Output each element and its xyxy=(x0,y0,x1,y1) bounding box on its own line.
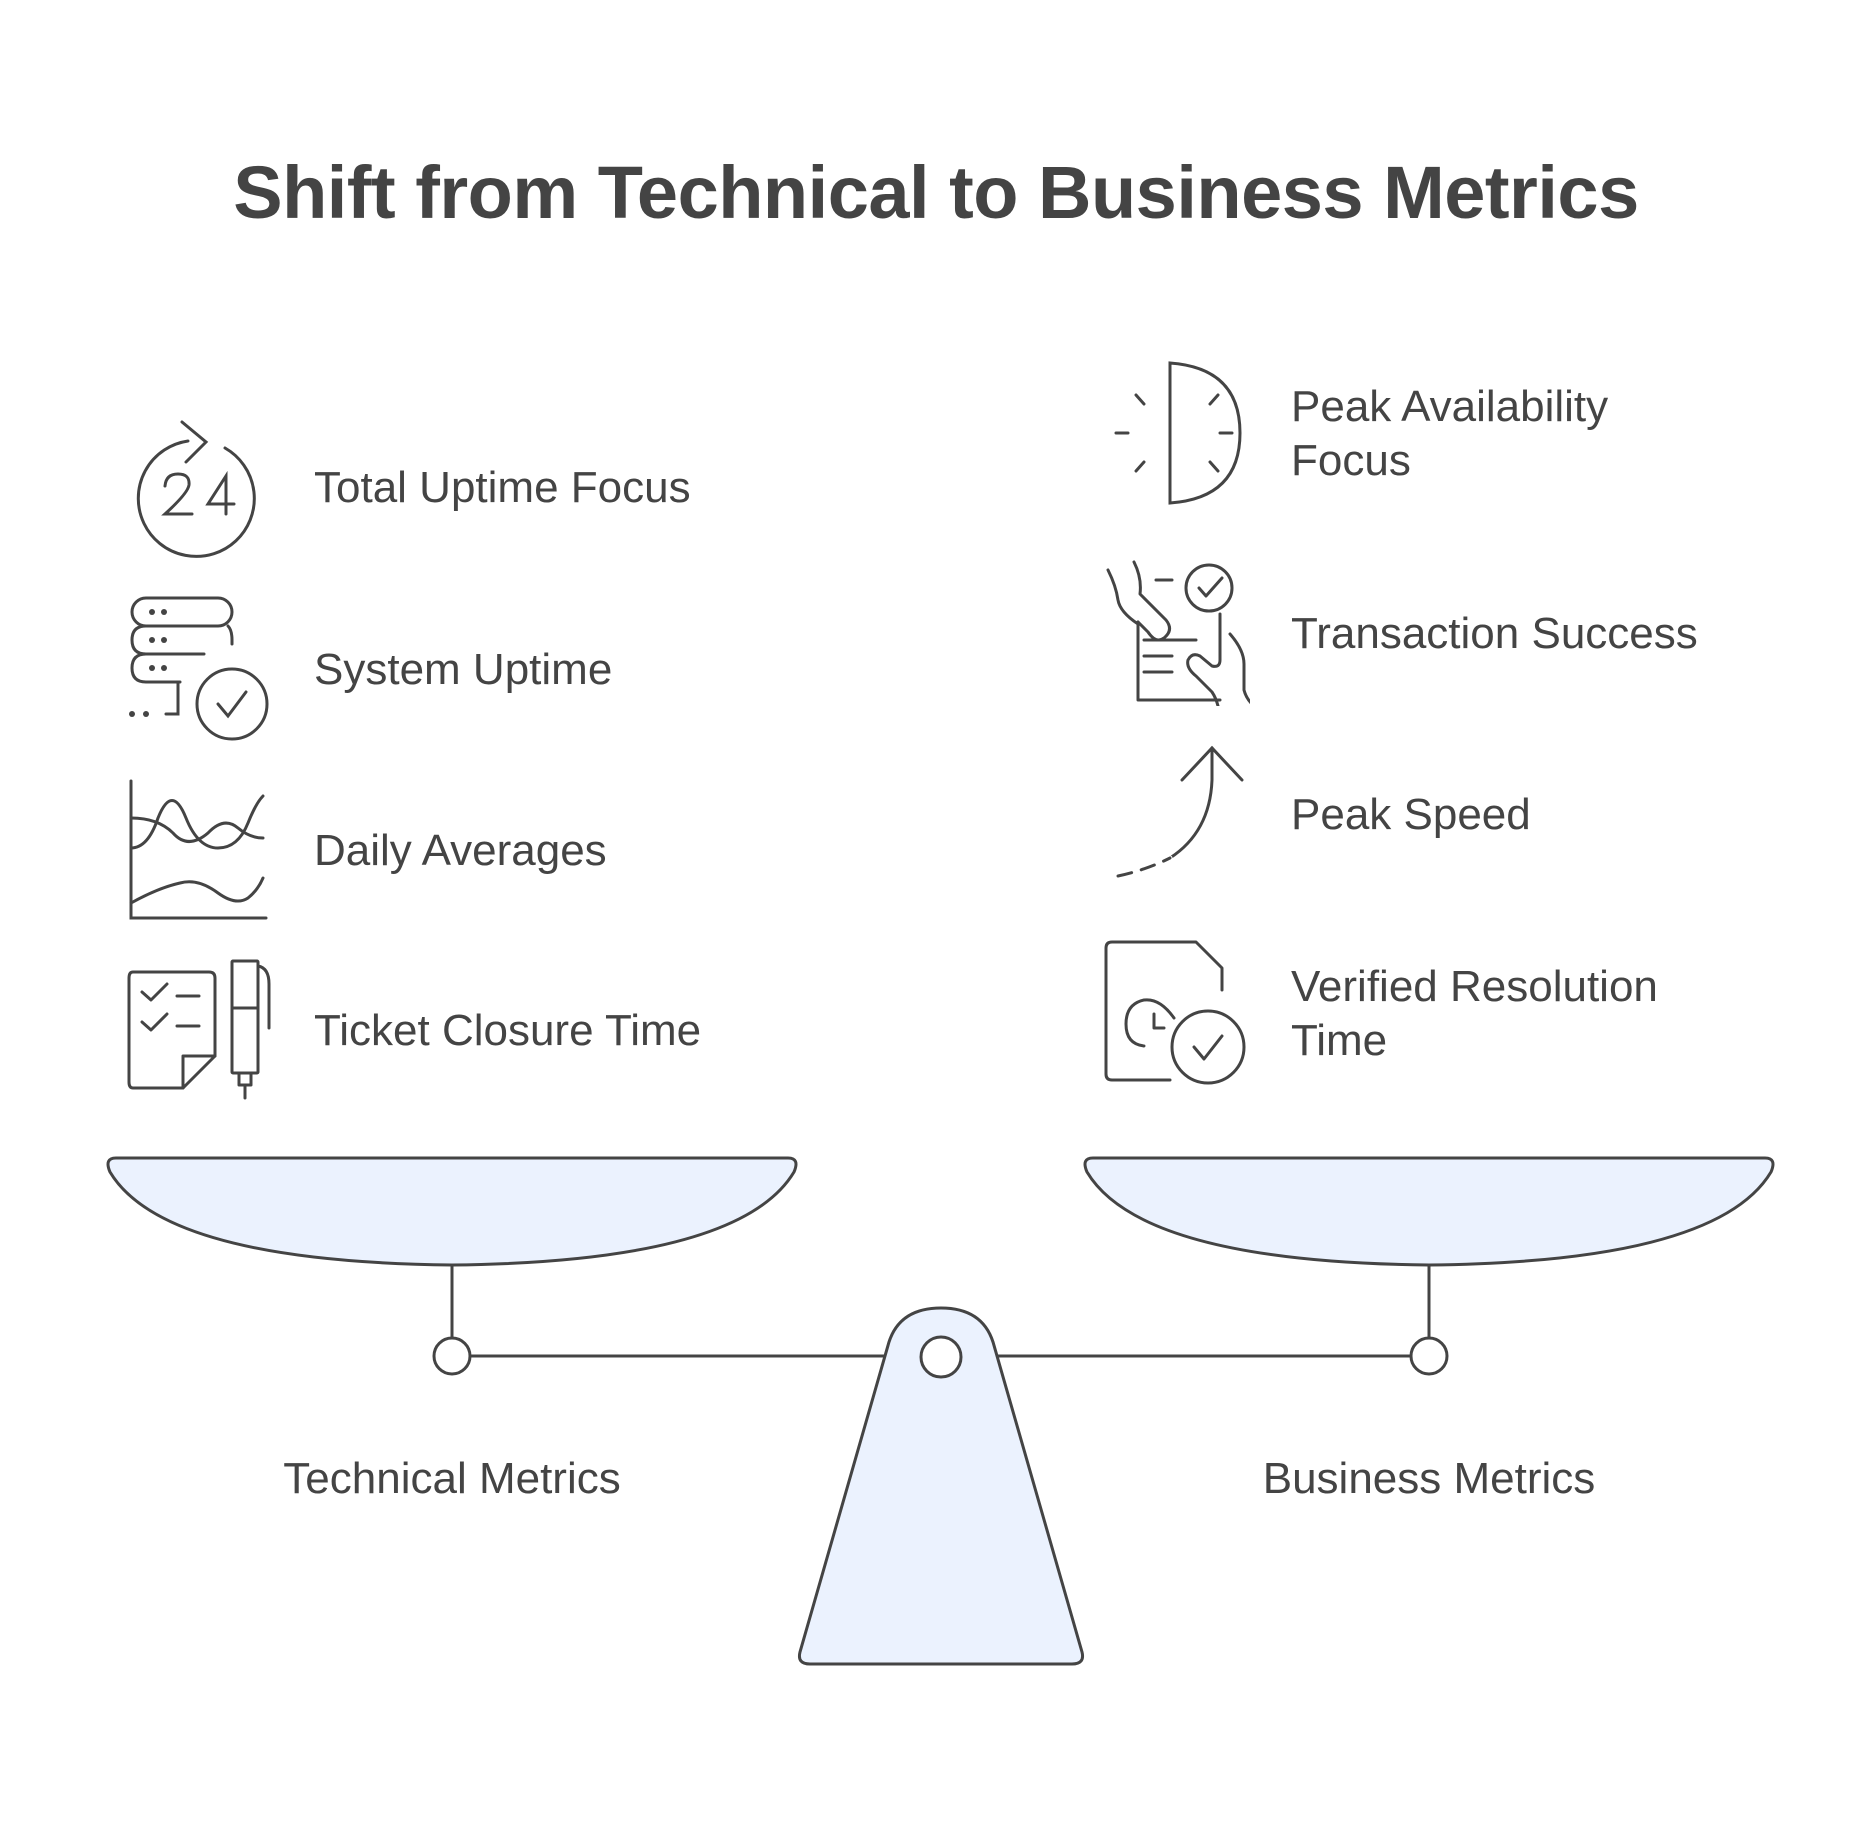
metric-daily-averages: Daily Averages xyxy=(314,826,607,875)
metric-peak-speed: Peak Speed xyxy=(1291,790,1531,839)
document-clock-check-icon xyxy=(1104,940,1246,1085)
right-pan xyxy=(1083,1156,1775,1267)
metric-peak-availability-focus: Peak Availability Focus xyxy=(1291,382,1609,485)
metric-ticket-closure-time: Ticket Closure Time xyxy=(314,1006,702,1055)
metric-total-uptime-focus: Total Uptime Focus xyxy=(314,463,691,512)
metric-system-uptime: System Uptime xyxy=(314,645,613,694)
wave-chart-icon xyxy=(129,779,268,920)
metric-verified-resolution-time: Verified Resolution Time xyxy=(1291,962,1658,1065)
business-metrics-label: Business Metrics xyxy=(1262,1454,1596,1503)
document-hands-check-icon xyxy=(1106,560,1250,706)
metric-transaction-success: Transaction Success xyxy=(1291,609,1698,658)
fulcrum xyxy=(798,1306,1084,1666)
curved-arrow-up-icon xyxy=(1115,745,1244,879)
24-hour-refresh-icon xyxy=(136,420,256,558)
technical-metrics-label: Technical Metrics xyxy=(283,1454,621,1503)
page-title: Shift from Technical to Business Metrics xyxy=(233,151,1639,234)
left-pan xyxy=(106,1156,798,1267)
checklist-pen-icon xyxy=(127,959,271,1100)
server-check-icon xyxy=(129,596,269,741)
half-clock-icon xyxy=(1114,361,1242,505)
